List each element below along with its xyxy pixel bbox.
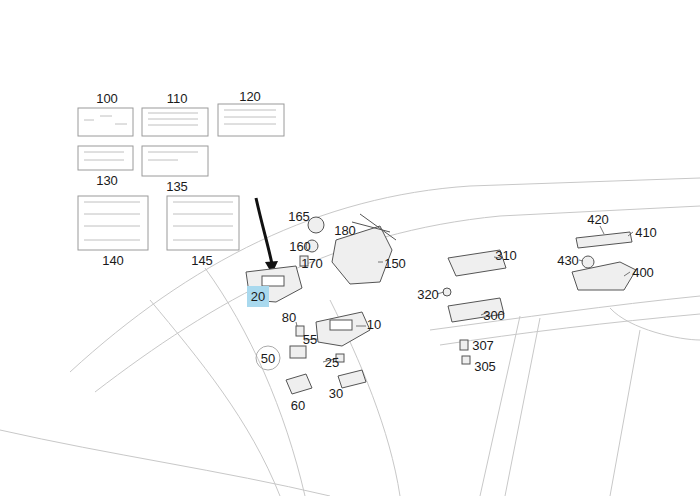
callout-number: 20 <box>251 290 265 303</box>
callout-number: 410 <box>635 226 657 239</box>
detail-circle <box>256 346 280 370</box>
callout-number: 400 <box>632 266 654 279</box>
highlighted-callout: 20 <box>247 286 269 307</box>
callout-number: 170 <box>301 257 323 270</box>
callout-number: 310 <box>495 249 517 262</box>
callout-number: 420 <box>587 213 609 226</box>
callout-number: 55 <box>303 333 317 346</box>
callout-number: 100 <box>96 92 118 105</box>
sticker-detail-lines <box>84 110 276 240</box>
callout-number: 60 <box>291 399 305 412</box>
callout-number: 50 <box>261 352 275 365</box>
callout-number: 307 <box>472 339 494 352</box>
callout-number: 80 <box>282 311 296 324</box>
callout-number: 320 <box>417 288 439 301</box>
leader-lines <box>296 226 633 362</box>
callout-number: 180 <box>334 224 356 237</box>
callout-number: 30 <box>329 387 343 400</box>
parts <box>246 214 636 394</box>
callout-number: 300 <box>483 309 505 322</box>
callout-number: 130 <box>96 174 118 187</box>
callout-number: 305 <box>474 360 496 373</box>
callout-number: 110 <box>167 92 188 105</box>
callout-number: 135 <box>166 180 188 193</box>
pointer-arrow <box>256 198 272 264</box>
callout-number: 430 <box>557 254 579 267</box>
callout-number: 145 <box>191 254 213 267</box>
callout-number: 160 <box>289 240 311 253</box>
callout-number: 165 <box>288 210 310 223</box>
warning-stickers <box>78 104 284 250</box>
callout-number: 150 <box>384 257 406 270</box>
callout-number: 10 <box>367 318 381 331</box>
callout-number: 120 <box>239 90 261 103</box>
callout-number: 140 <box>102 254 124 267</box>
callout-number: 25 <box>325 356 339 369</box>
